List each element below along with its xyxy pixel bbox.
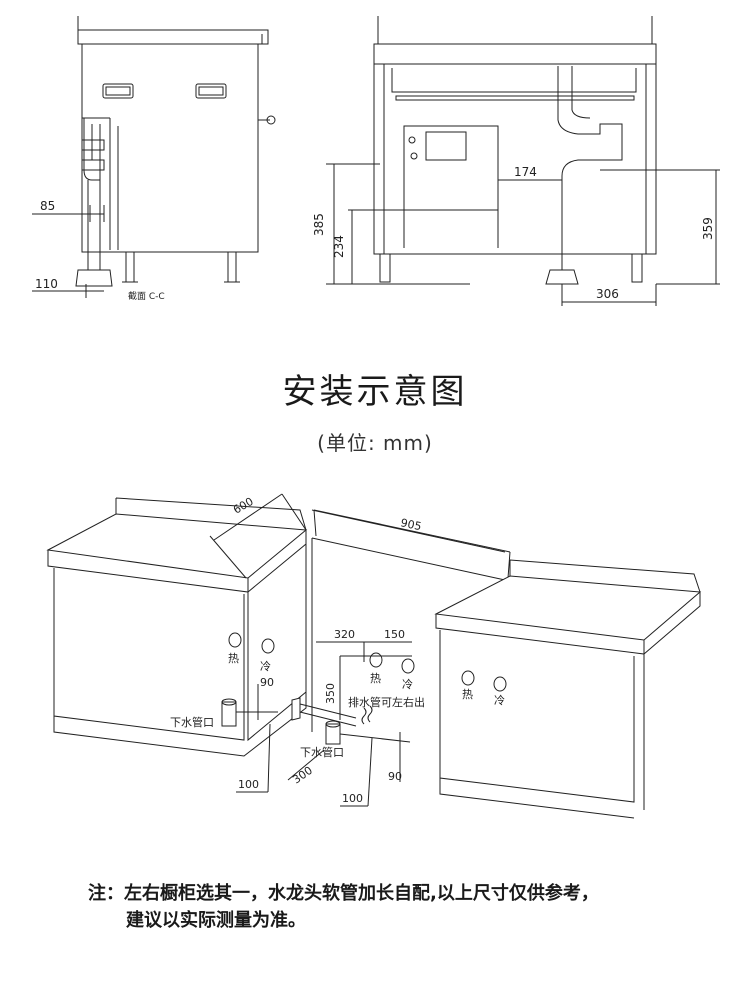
footnote: 注：左右橱柜选其一，水龙头软管加长自配,以上尺寸仅供参考， 建议以实际测量为准。 (88, 880, 708, 934)
hot-label-mid: 热 (370, 672, 381, 685)
dim-600: 600 (231, 495, 256, 517)
cold-tap-icon (493, 676, 507, 692)
cold-label-left: 冷 (260, 660, 271, 673)
dim-110: 110 (35, 277, 58, 291)
dim-174: 174 (514, 165, 537, 179)
hot-label-left: 热 (228, 652, 239, 665)
page-title: 安装示意图 (282, 372, 468, 412)
section-view-drawing: 85 110 截面 C-C 174 385 234 359 306 (32, 16, 720, 306)
right-cabinet-top (434, 575, 702, 641)
dim-320: 320 (334, 628, 355, 641)
footnote-line-2: 建议以实际测量为准。 (126, 910, 306, 931)
handle-icon (195, 83, 227, 99)
dim-90-mid: 90 (388, 770, 402, 783)
footnote-line-1: 注：左右橱柜选其一，水龙头软管加长自配,以上尺寸仅供参考， (88, 883, 599, 904)
control-box (403, 125, 499, 211)
unit-label: (单位: mm) (317, 431, 433, 455)
countertop (77, 29, 269, 45)
dim-306: 306 (596, 287, 619, 301)
dim-350: 350 (324, 683, 337, 704)
drain-pipe-left (221, 701, 237, 727)
dim-359: 359 (701, 217, 715, 240)
left-cabinet-front (53, 568, 245, 741)
installation-diagram: 热 冷 90 下水管口 100 600 905 320 150 热 冷 350 … (46, 493, 702, 819)
hot-tap-icon (369, 652, 383, 668)
leg (125, 251, 135, 283)
hot-label-right: 热 (462, 688, 473, 701)
side-drain-pipe (291, 697, 357, 727)
section-label: 截面 C-C (128, 290, 165, 302)
drain-side-label: 排水管可左右出 (348, 695, 425, 709)
dim-300: 300 (290, 764, 315, 787)
cold-label-right: 冷 (494, 694, 505, 707)
drain-pipe-front (557, 66, 623, 270)
cold-tap-icon (261, 638, 275, 654)
hot-tap-icon (228, 632, 242, 648)
drain-label-left: 下水管口 (170, 715, 214, 729)
dim-234: 234 (332, 235, 346, 258)
dim-100-left: 100 (238, 778, 259, 791)
cabinet-body (81, 43, 259, 253)
right-cabinet-front (439, 630, 635, 803)
dim-385: 385 (312, 213, 326, 236)
left-cabinet-top (46, 513, 308, 579)
leg (227, 251, 237, 283)
dim-90-left: 90 (260, 676, 274, 689)
cold-label-mid: 冷 (402, 678, 413, 691)
dim-150: 150 (384, 628, 405, 641)
hot-tap-icon (461, 670, 475, 686)
handle-icon (102, 83, 134, 99)
dim-100-mid: 100 (342, 792, 363, 805)
cold-tap-icon (401, 658, 415, 674)
front-cabinet-top (373, 43, 657, 65)
dim-905: 905 (399, 516, 422, 533)
dim-85: 85 (40, 199, 55, 213)
